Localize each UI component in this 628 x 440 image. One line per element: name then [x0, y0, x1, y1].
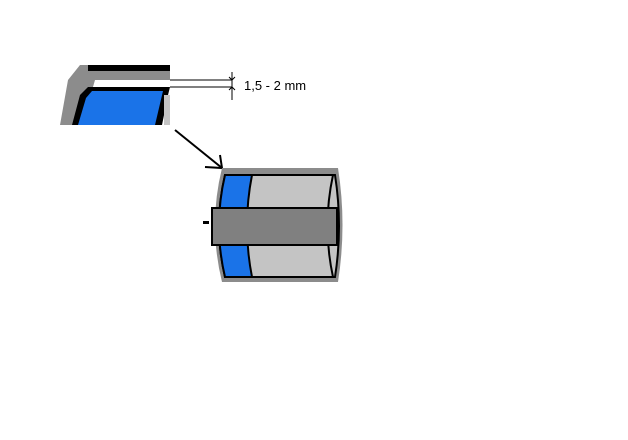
- arrow: [174, 129, 224, 170]
- outer-shell-gray: [60, 65, 170, 125]
- section-detail: [60, 65, 170, 125]
- edge-gray: [164, 95, 170, 125]
- dimension-marker: [170, 72, 236, 100]
- blue-layer: [78, 91, 163, 125]
- cylinder: [203, 168, 343, 282]
- shaft: [211, 207, 338, 246]
- shaft-tick: [203, 221, 209, 224]
- outer-shell-top-edge: [88, 65, 170, 71]
- dimension-label: 1,5 - 2 mm: [244, 78, 307, 93]
